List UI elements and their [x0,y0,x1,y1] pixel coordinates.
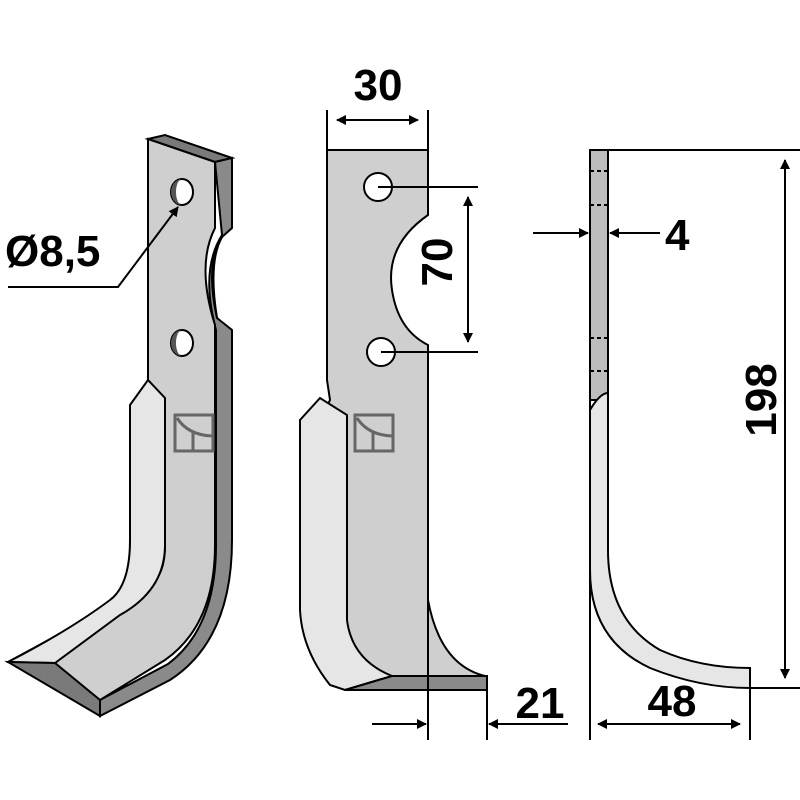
height-label: 198 [737,363,786,436]
blade-face [316,149,486,677]
perspective-view: Ø8,5 [4,133,236,718]
hole-diameter-label: Ø8,5 [5,227,100,276]
hidden-hole-lines [590,170,608,372]
hole-spacing-label: 70 [413,238,462,287]
width-label: 30 [354,61,403,110]
hole-shadow [171,330,182,356]
blade-side-edge [99,156,233,718]
bend-width-label: 48 [648,677,697,726]
hole-diameter-leader [8,206,179,288]
side-view: 198 4 48 [533,149,800,740]
brand-logo-icon [173,413,215,453]
hole-shadow [171,179,182,205]
blade-bevel [7,378,166,665]
blade-bottom-edge [344,675,488,691]
cutout-edge [211,236,223,319]
thickness-label: 4 [665,211,690,260]
blade-tip-edge [4,660,101,718]
blade-bend-profile [589,391,751,690]
offset-label: 21 [516,679,565,728]
blade-shank-edge [589,149,609,401]
front-view: 30 70 21 [299,61,568,740]
brand-logo-icon [353,413,395,453]
